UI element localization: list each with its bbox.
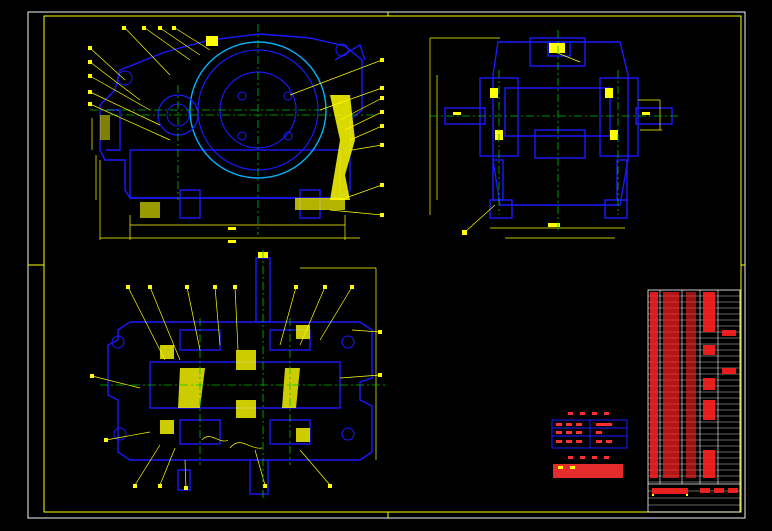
callout-dot bbox=[88, 26, 384, 243]
front-view bbox=[88, 24, 384, 243]
parts-list-title-block bbox=[647, 289, 741, 513]
drawing-frame bbox=[27, 11, 746, 519]
top-section-view bbox=[90, 250, 385, 500]
technical-spec-table bbox=[551, 412, 628, 478]
side-view bbox=[429, 30, 680, 239]
section-hatch bbox=[100, 95, 355, 218]
